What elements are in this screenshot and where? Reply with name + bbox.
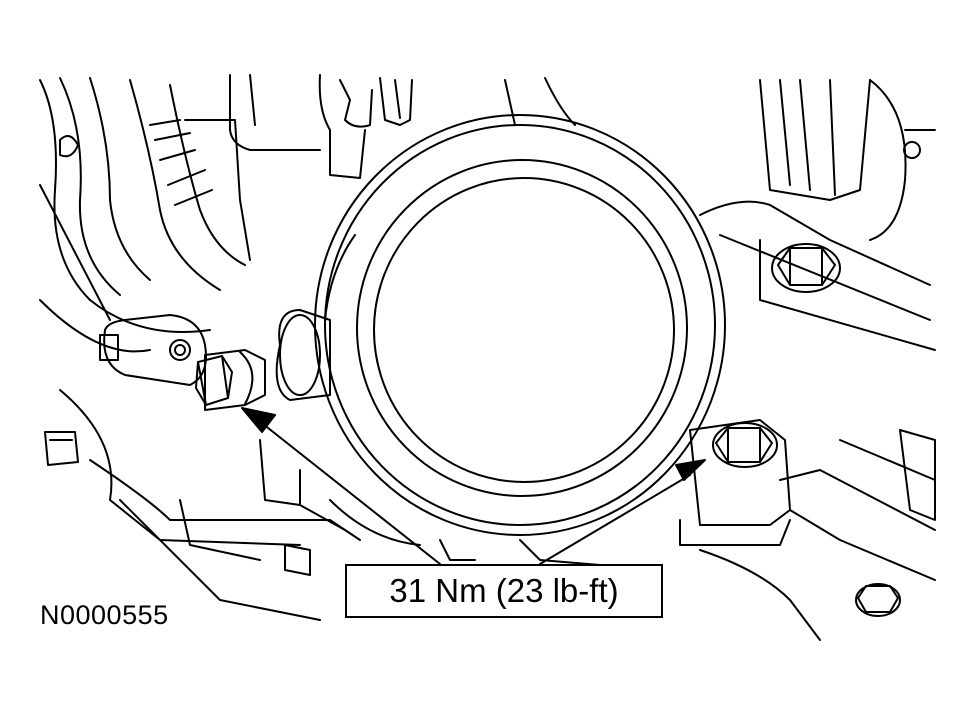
right-bolt [689, 419, 791, 526]
small-bolt [855, 583, 901, 617]
upper-right-bolt [771, 243, 841, 293]
right-upper-housing [699, 79, 936, 351]
top-fittings [229, 74, 576, 179]
figure-id: N0000555 [40, 600, 169, 630]
torque-spec-label: 31 Nm (23 lb-ft) [345, 564, 663, 618]
left-housing [39, 77, 251, 353]
callout-leaders [257, 419, 691, 565]
oil-filter-adapter [314, 114, 726, 536]
left-adapter-boss [275, 309, 331, 401]
left-bolt [195, 349, 266, 411]
lower-block [59, 389, 936, 641]
right-callout-arrow [675, 459, 706, 481]
left-mount-ear [44, 314, 207, 466]
left-callout-arrow [241, 407, 276, 433]
